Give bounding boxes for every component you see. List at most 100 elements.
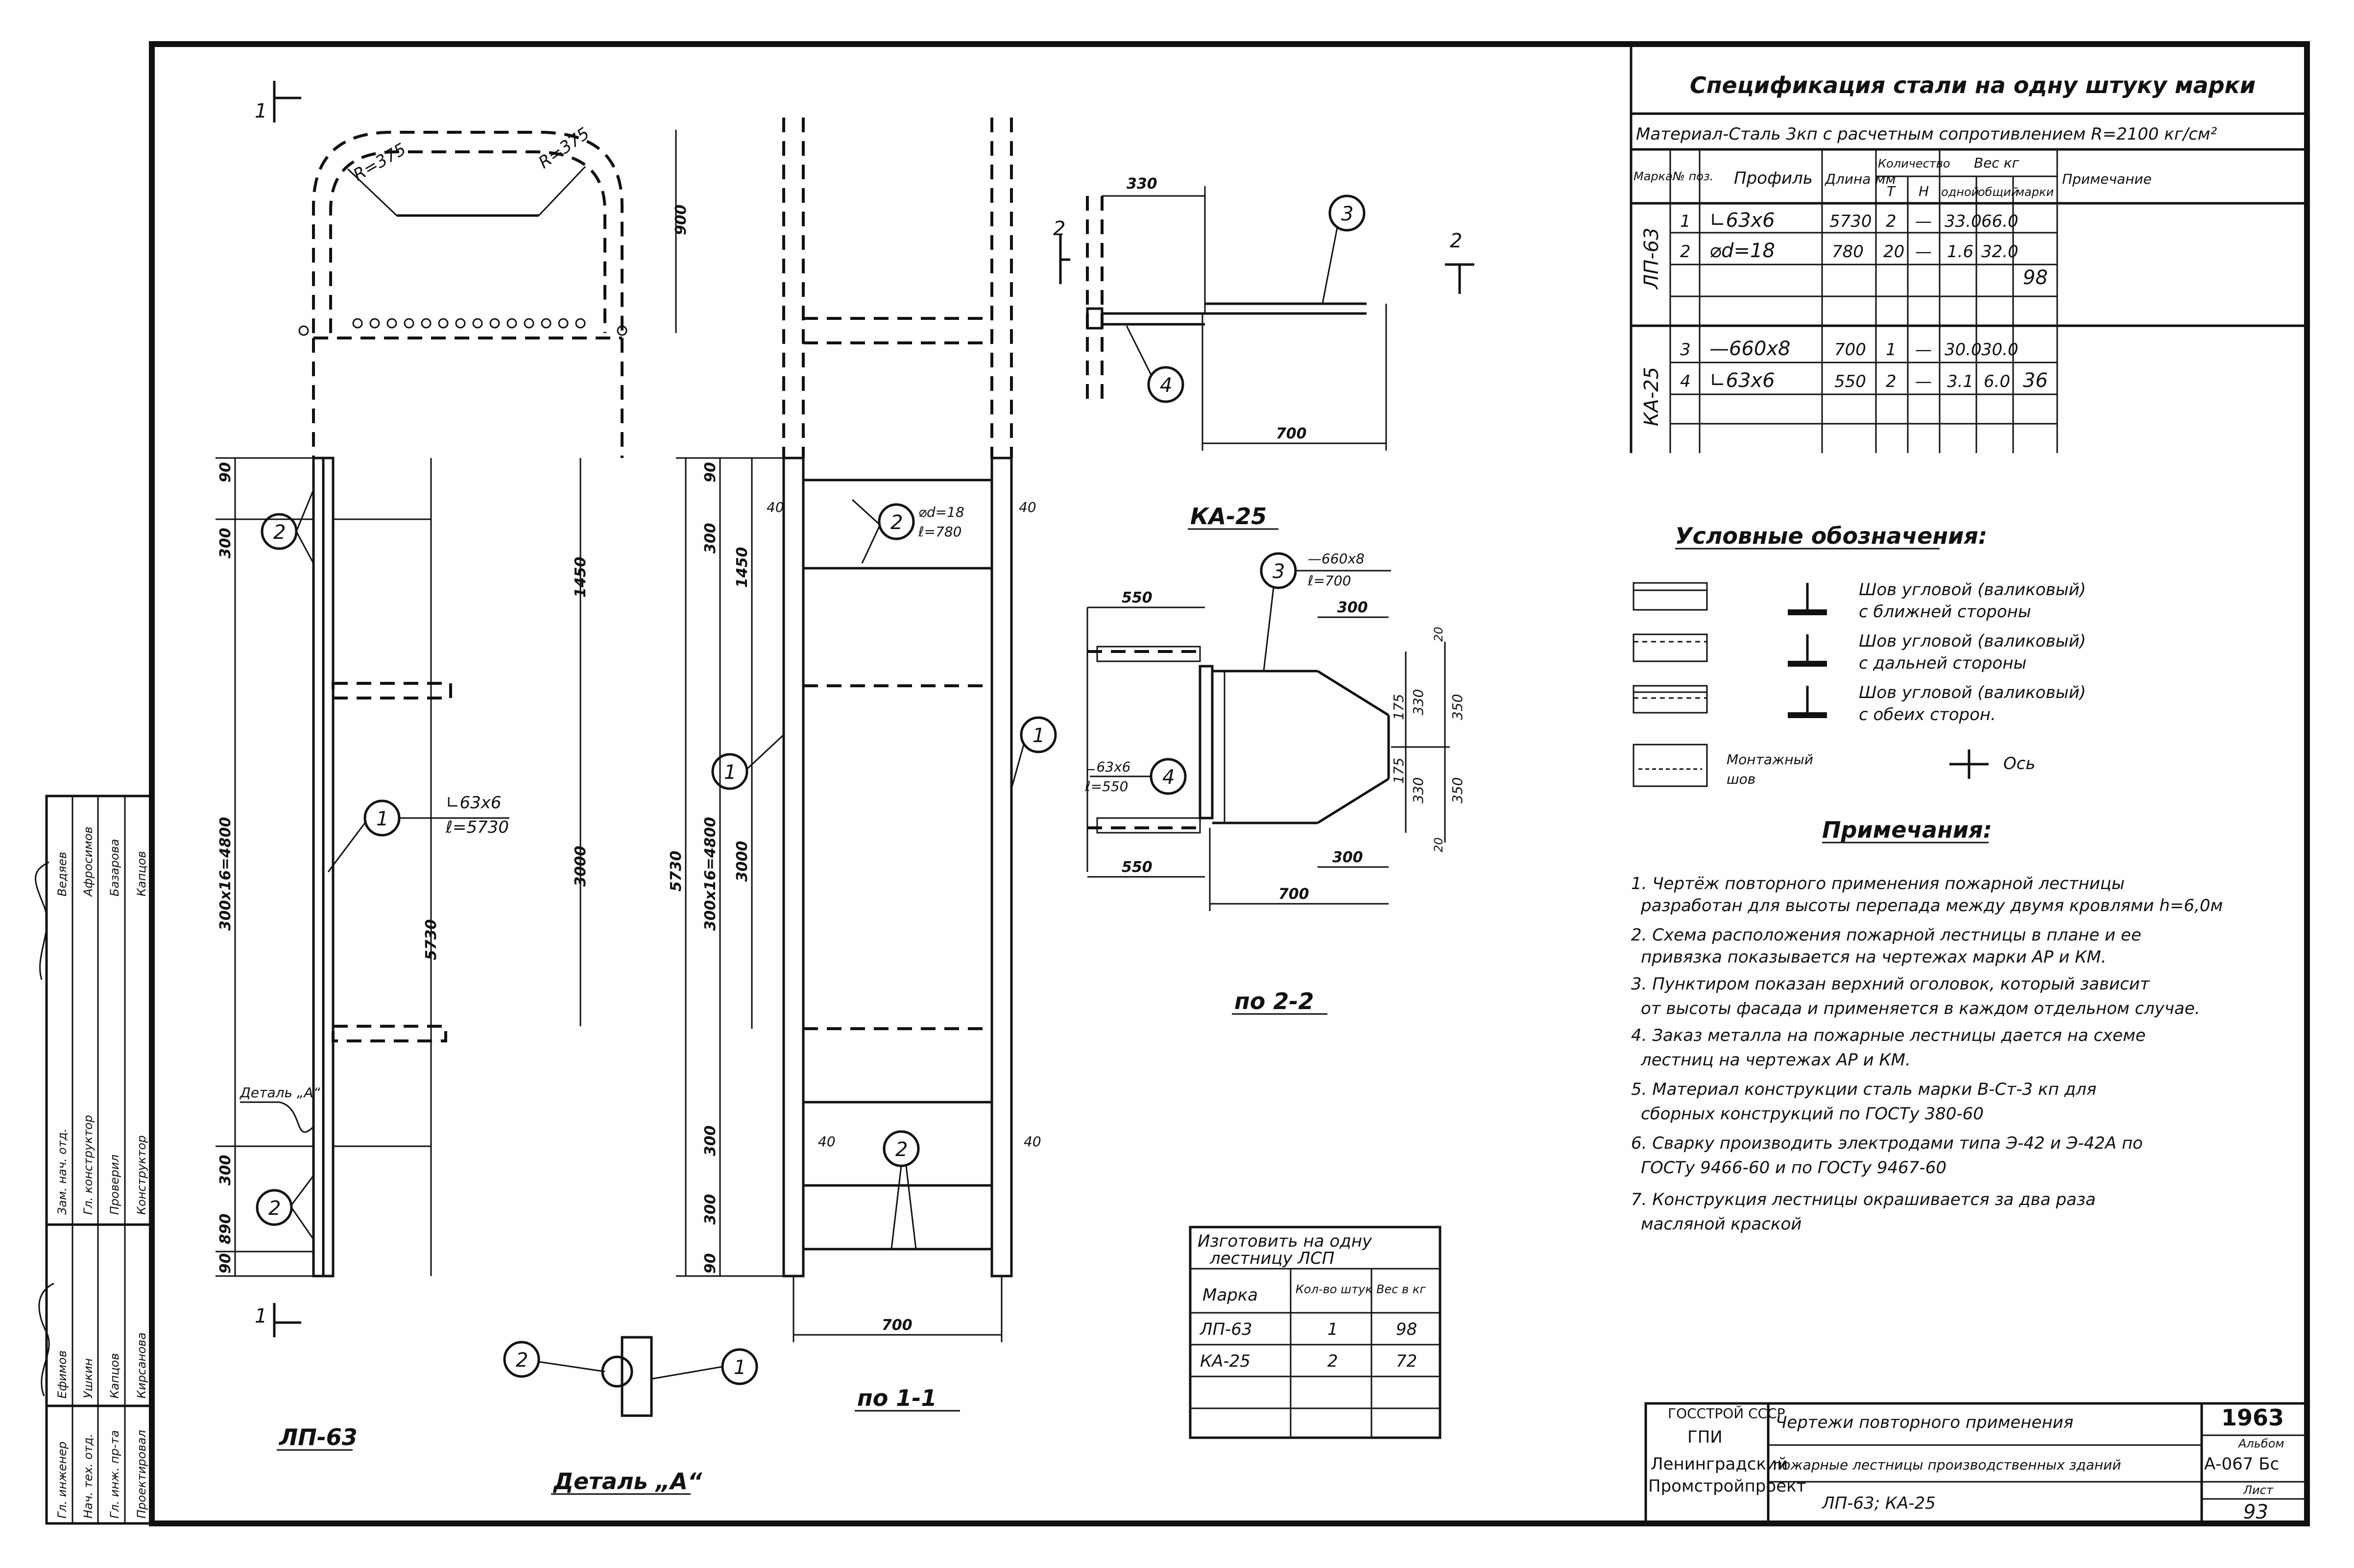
bracket-section-2-2: 550 300 550 300 700 175 175 330 330 350 … [1084, 551, 1465, 1015]
title-year: 1963 [2221, 1404, 2284, 1431]
make-h-weight: Вес в кг [1376, 1282, 1426, 1296]
spec-row: 3 —660х8 700 1 — 30.0 30.0 [1680, 338, 2018, 360]
spec-row3-pos: 3 [1680, 340, 1691, 360]
title-block: ГОССТРОЙ СССР ГПИ Ленинградский Промстро… [1644, 1402, 2308, 1525]
spec-h-weight: Вес кг [1974, 155, 2019, 171]
stamp-role: Нач. тех. отд. [81, 1434, 95, 1519]
make-table: Изготовить на одну лестницу ЛСП Марка Ко… [1189, 1226, 1441, 1439]
title-desc-2: пожарные лестницы производственных здани… [1773, 1457, 2121, 1473]
spec-row2-t: 20 [1883, 242, 1904, 262]
stamp-name: Кирсанова [135, 1332, 148, 1399]
spec-row2-pos: 2 [1680, 242, 1691, 262]
pos-callout-2: 2 [273, 521, 286, 544]
spec-title: Спецификация стали на одну штуку марки [1690, 72, 2256, 98]
dim-label: 700 [882, 1317, 913, 1334]
spec-group2-weight: 36 [2023, 369, 2048, 392]
spec-row: 4 ∟63х6 550 2 — 3.1 6.0 [1680, 369, 2010, 392]
dim-label: 330 [1410, 689, 1426, 715]
plate-label: —660х8 [1308, 551, 1365, 567]
note-line: 3. Пунктиром показан верхний оголовок, к… [1631, 974, 2150, 994]
spec-row2-profile: ⌀d=18 [1709, 240, 1775, 262]
sheet-label: Лист [2243, 1483, 2274, 1497]
note-line: ГОСТу 9466-60 и по ГОСТу 9467-60 [1641, 1158, 1946, 1178]
spec-h-note: Примечание [2062, 171, 2152, 187]
spec-row4-pos: 4 [1680, 372, 1691, 391]
org-line-4: Промстройпроект [1648, 1476, 1806, 1496]
make-title-2: лестницу ЛСП [1209, 1249, 1334, 1268]
dim-label: 550 [1122, 589, 1153, 606]
dim-label: 40 [1024, 1134, 1041, 1150]
view-title-lp63: ЛП-63 [278, 1424, 358, 1450]
spec-row2-total: 32.0 [1981, 242, 2018, 262]
dim-label: 350 [1449, 694, 1465, 720]
legend-item: Шов угловой (валиковый) с дальней сторон… [1633, 631, 2086, 673]
make-h-qty: Кол-во штук [1296, 1282, 1372, 1296]
make-row2-weight: 72 [1396, 1351, 1417, 1371]
spec-h-profile: Профиль [1734, 169, 1813, 188]
stamp-name: Капцов [108, 1353, 121, 1399]
make-row1-mark: ЛП-63 [1199, 1320, 1252, 1339]
spec-h-mark: Марка [1633, 169, 1673, 183]
legend-3-l2: с обеих сторон. [1859, 705, 1996, 724]
spec-row4-total: 6.0 [1984, 372, 2010, 391]
view-title-11: по 1-1 [857, 1385, 937, 1411]
make-row2-qty: 2 [1327, 1351, 1338, 1371]
legend-montage-l1: Монтажный [1727, 751, 1813, 768]
spec-row: 1 ∟63х6 5730 2 — 33.0 66.0 [1680, 209, 2018, 232]
stamp-role: Проектировал [135, 1430, 148, 1519]
org-line-2: ГПИ [1687, 1427, 1723, 1447]
spec-group1-weight: 98 [2023, 266, 2048, 289]
dim-label: 5730 [668, 851, 685, 892]
dim-label: 40 [767, 499, 784, 515]
spec-row1-length: 5730 [1829, 212, 1872, 231]
spec-row4-length: 550 [1834, 372, 1866, 391]
make-row2-mark: КА-25 [1200, 1351, 1250, 1371]
short-len-label: ℓ=550 [1084, 778, 1128, 795]
spec-h-w-mark: марки [2016, 185, 2054, 199]
pos-callout-1: 1 [734, 1356, 746, 1379]
stamp-role: Гл. инж. пр-та [108, 1430, 121, 1519]
dim-label: 175 [1391, 758, 1407, 784]
note-line: 2. Схема расположения пожарной лестницы … [1631, 925, 2141, 945]
spec-row1-pos: 1 [1680, 212, 1691, 231]
dim-label: 300х16=4800 [702, 817, 719, 931]
spec-table: Спецификация стали на одну штуку марки М… [1630, 44, 2307, 453]
make-row: ЛП-63 1 98 [1199, 1320, 1417, 1339]
make-title-1: Изготовить на одну [1198, 1231, 1372, 1251]
top-rungs [298, 318, 627, 336]
spec-h-pos: № поз. [1672, 169, 1713, 183]
note-line: лестниц на чертежах АР и КМ. [1640, 1050, 1911, 1070]
legend-item: Монтажный шов Ось [1633, 744, 2036, 787]
pos-callout-1: 1 [724, 761, 736, 784]
pos-callout-4: 4 [1160, 374, 1172, 397]
dim-label: 90 [702, 1253, 719, 1274]
note-line: от высоты фасада и применяется в каждом … [1641, 999, 2200, 1018]
legend-2-l1: Шов угловой (валиковый) [1859, 631, 2086, 651]
section-mark: 2 [1450, 230, 1462, 252]
dim-label: 90 [217, 462, 234, 482]
stamp-name2: Капцов [135, 851, 148, 896]
spec-row2-length: 780 [1832, 242, 1864, 262]
spec-h-qty: Количество [1878, 157, 1950, 170]
bar-label: ⌀d=18 [918, 504, 964, 520]
legend-axis-label: Ось [2003, 754, 2036, 773]
dim-label: 300 [217, 1155, 234, 1185]
note-line: разработан для высоты перепада между дву… [1640, 896, 2223, 916]
spec-row2-one: 1.6 [1947, 242, 1973, 262]
note-line: сборных конструкций по ГОСТу 380-60 [1641, 1104, 1984, 1124]
note-line: 6. Сварку производить электродами типа Э… [1631, 1134, 2143, 1153]
dim-label: 300 [1337, 599, 1368, 616]
spec-row1-t: 2 [1886, 212, 1897, 231]
spec-row1-n: — [1915, 212, 1932, 231]
pos-callout-3: 3 [1273, 560, 1285, 583]
stamp-name2: Афросимов [81, 826, 95, 897]
dim-label: 700 [1278, 886, 1309, 903]
short-angle-label: ∟63х6 [1085, 759, 1130, 775]
spec-row3-profile: —660х8 [1709, 338, 1790, 360]
plate-len-label: ℓ=700 [1307, 573, 1351, 589]
legend-2-l2: с дальней стороны [1859, 653, 2026, 673]
dim-label: 5730 [423, 919, 440, 961]
detail-callout: Деталь „А“ [239, 1085, 321, 1101]
dim-label: 3000 [734, 841, 751, 882]
